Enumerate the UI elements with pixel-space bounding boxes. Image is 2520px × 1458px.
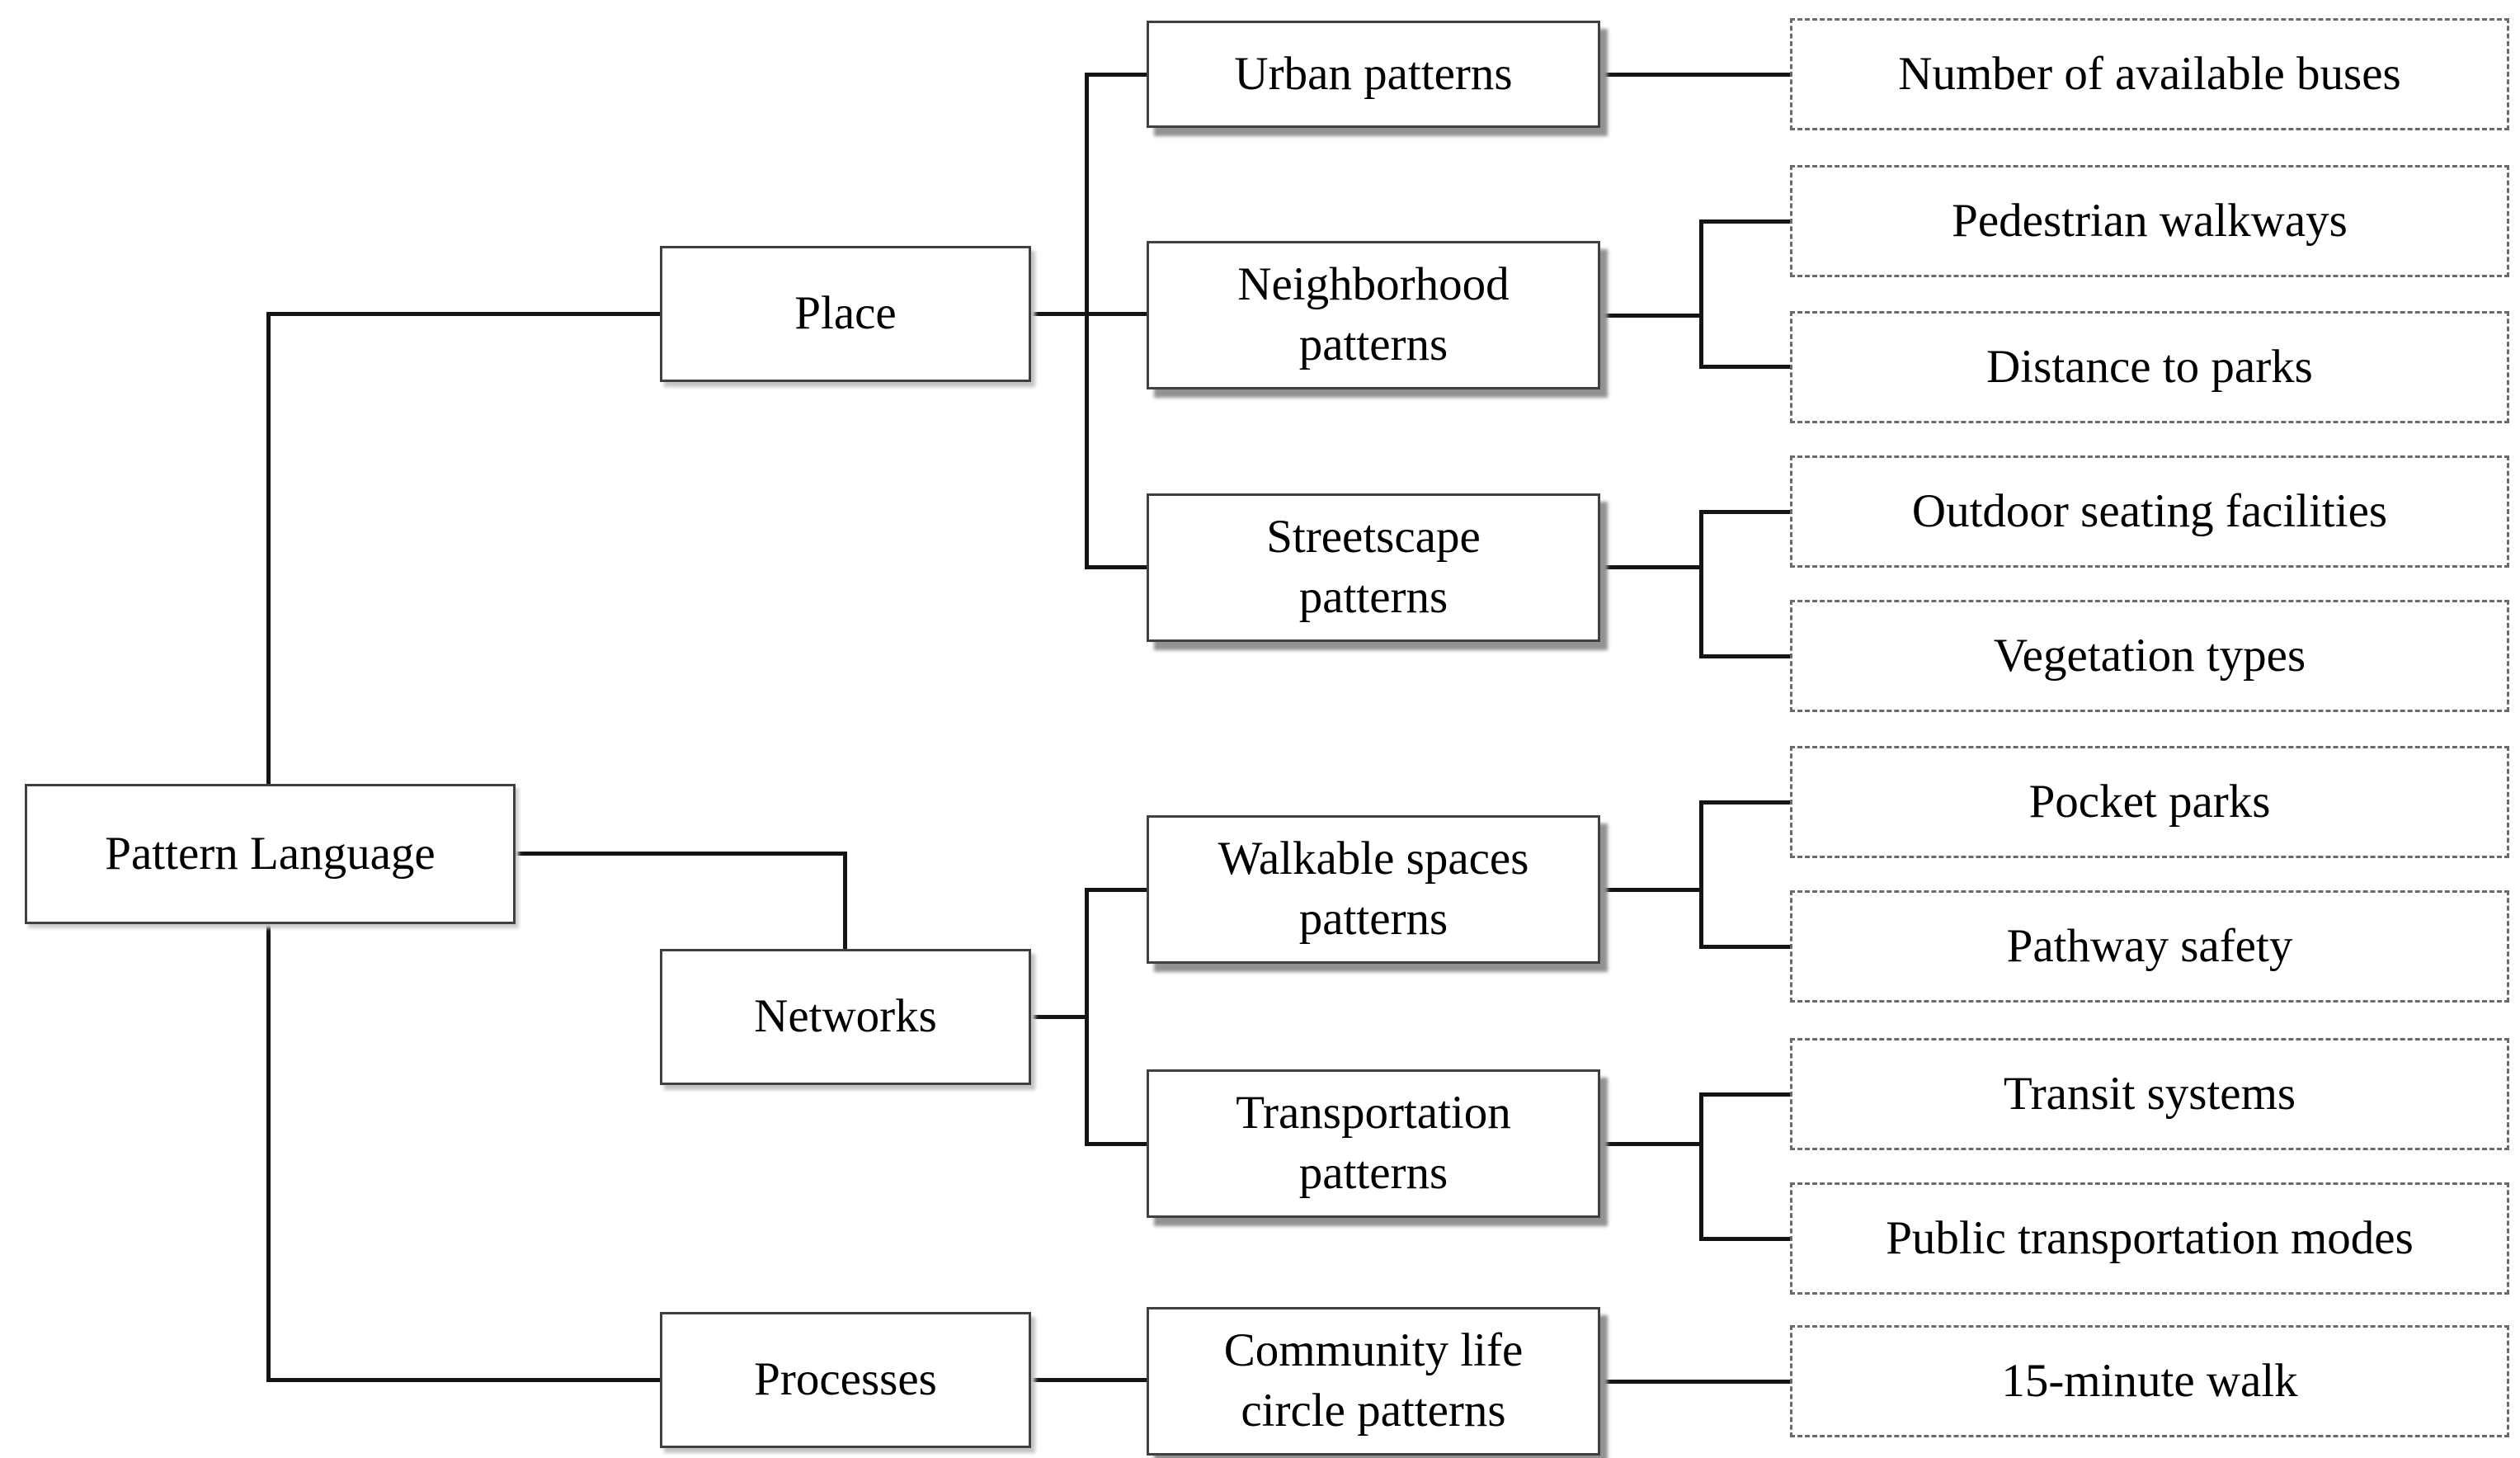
node-label: Public transportation modes	[1886, 1209, 2414, 1269]
node-label-line: Distance to parks	[1986, 340, 2313, 393]
node-pedestrian-walkways: Pedestrian walkways	[1790, 165, 2509, 277]
node-outdoor-seating-facilities: Outdoor seating facilities	[1790, 455, 2509, 568]
connector-walkable-right-horizontal	[1600, 888, 1703, 892]
connector-transit-branch-horizontal	[1699, 1092, 1792, 1097]
node-label-line: patterns	[1298, 1147, 1448, 1199]
connector-walkable-bus-vertical	[1699, 800, 1703, 949]
node-label: Distance to parks	[1986, 337, 2313, 398]
node-label: Place	[794, 284, 896, 344]
node-label-line: Urban patterns	[1234, 47, 1513, 100]
node-label: Streetscape patterns	[1266, 507, 1481, 628]
node-label-line: Walkable spaces	[1218, 833, 1529, 885]
node-label-line: circle patterns	[1241, 1385, 1506, 1437]
connector-streetscape-branch-horizontal	[1085, 565, 1148, 569]
node-label: Urban patterns	[1234, 45, 1512, 105]
node-pathway-safety: Pathway safety	[1790, 890, 2509, 1003]
connector-networks-right-horizontal	[1031, 1015, 1089, 1019]
node-label-line: 15-minute walk	[2001, 1354, 2298, 1407]
connector-walkable-branch-horizontal	[1085, 888, 1148, 892]
node-label: Vegetation types	[1994, 626, 2306, 687]
connector-streetscape-bus-vertical	[1699, 510, 1703, 658]
node-label-line: Pathway safety	[2006, 919, 2293, 972]
node-label: Walkable spaces patterns	[1218, 829, 1529, 950]
connector-distance-branch-horizontal	[1699, 365, 1792, 369]
node-label: 15-minute walk	[2001, 1352, 2297, 1412]
connector-place-bus-vertical	[1085, 73, 1089, 569]
connector-neighborhood-right-horizontal	[1600, 314, 1703, 318]
node-label: Pattern Language	[105, 824, 435, 885]
node-processes: Processes	[660, 1312, 1031, 1448]
node-distance-to-parks: Distance to parks	[1790, 311, 2509, 423]
connector-vegetation-branch-horizontal	[1699, 654, 1792, 658]
connector-pathway-branch-horizontal	[1699, 945, 1792, 949]
connector-processes-branch-horizontal	[266, 1378, 662, 1382]
node-label-line: patterns	[1298, 571, 1448, 623]
connector-place-branch-horizontal	[266, 312, 662, 316]
connector-neighborhood-bus-vertical	[1699, 219, 1703, 369]
node-label-line: Community life	[1223, 1324, 1524, 1377]
connector-processes-right-horizontal	[1031, 1378, 1148, 1382]
node-label-line: Neighborhood	[1237, 258, 1510, 311]
node-label: Number of available buses	[1898, 45, 2400, 105]
node-label-line: Pocket parks	[2028, 775, 2271, 828]
node-label: Neighborhood patterns	[1237, 255, 1509, 375]
node-label-line: Number of available buses	[1898, 47, 2401, 100]
node-place: Place	[660, 246, 1031, 382]
node-number-of-available-buses: Number of available buses	[1790, 18, 2509, 130]
node-label: Pathway safety	[2007, 917, 2293, 977]
connector-transportation-bus-vertical	[1699, 1092, 1703, 1241]
node-urban-patterns: Urban patterns	[1147, 21, 1600, 128]
node-public-transportation-modes: Public transportation modes	[1790, 1182, 2509, 1295]
node-label-line: Pedestrian walkways	[1952, 194, 2348, 247]
connector-transportation-right-horizontal	[1600, 1142, 1703, 1146]
connector-place-right-horizontal	[1031, 312, 1148, 316]
node-label: Pedestrian walkways	[1952, 191, 2348, 252]
node-label: Outdoor seating facilities	[1912, 482, 2387, 542]
node-vegetation-types: Vegetation types	[1790, 600, 2509, 712]
connector-streetscape-right-horizontal	[1600, 565, 1703, 569]
connector-pocket-branch-horizontal	[1699, 800, 1792, 804]
node-label-line: patterns	[1298, 318, 1448, 370]
node-label: Community life circle patterns	[1224, 1321, 1524, 1441]
node-label: Pocket parks	[2029, 772, 2271, 833]
connector-outdoor-branch-horizontal	[1699, 510, 1792, 514]
connector-networks-drop-vertical	[843, 852, 847, 951]
connector-trunk-lower-vertical	[266, 922, 271, 1381]
node-networks: Networks	[660, 949, 1031, 1085]
node-label-line: Transportation	[1236, 1087, 1511, 1140]
node-label: Processes	[754, 1350, 937, 1410]
node-transit-systems: Transit systems	[1790, 1038, 2509, 1150]
connector-pedestrian-branch-horizontal	[1699, 219, 1792, 224]
node-label-line: Streetscape	[1266, 511, 1481, 564]
connector-networks-bus-vertical	[1085, 888, 1089, 1146]
node-community-life-circle-patterns: Community life circle patterns	[1147, 1307, 1600, 1456]
node-label: Networks	[754, 987, 937, 1047]
node-label-line: Processes	[754, 1353, 937, 1406]
connector-community-right-horizontal	[1600, 1380, 1792, 1384]
node-label-line: patterns	[1298, 893, 1448, 945]
connector-root-right-horizontal	[516, 852, 847, 856]
connector-urban-branch-horizontal	[1085, 73, 1148, 77]
node-label-line: Transit systems	[2003, 1067, 2296, 1120]
node-label-line: Public transportation modes	[1886, 1211, 2414, 1264]
node-walkable-spaces-patterns: Walkable spaces patterns	[1147, 815, 1600, 964]
node-pocket-parks: Pocket parks	[1790, 746, 2509, 858]
node-label-line: Networks	[754, 990, 937, 1043]
node-pattern-language: Pattern Language	[25, 784, 516, 924]
connector-trunk-upper-vertical	[266, 312, 271, 786]
node-label-line: Outdoor seating facilities	[1911, 484, 2388, 537]
node-label-line: Pattern Language	[105, 827, 436, 880]
node-neighborhood-patterns: Neighborhood patterns	[1147, 241, 1600, 389]
node-label: Transportation patterns	[1236, 1083, 1511, 1204]
connector-public-modes-branch-horizontal	[1699, 1237, 1792, 1241]
node-label-line: Vegetation types	[1993, 629, 2306, 682]
connector-transportation-branch-horizontal	[1085, 1142, 1148, 1146]
node-label: Transit systems	[2004, 1064, 2296, 1125]
connector-urban-right-horizontal	[1600, 73, 1792, 77]
node-transportation-patterns: Transportation patterns	[1147, 1069, 1600, 1218]
node-streetscape-patterns: Streetscape patterns	[1147, 493, 1600, 642]
node-label-line: Place	[794, 287, 897, 340]
node-15-minute-walk: 15-minute walk	[1790, 1325, 2509, 1437]
